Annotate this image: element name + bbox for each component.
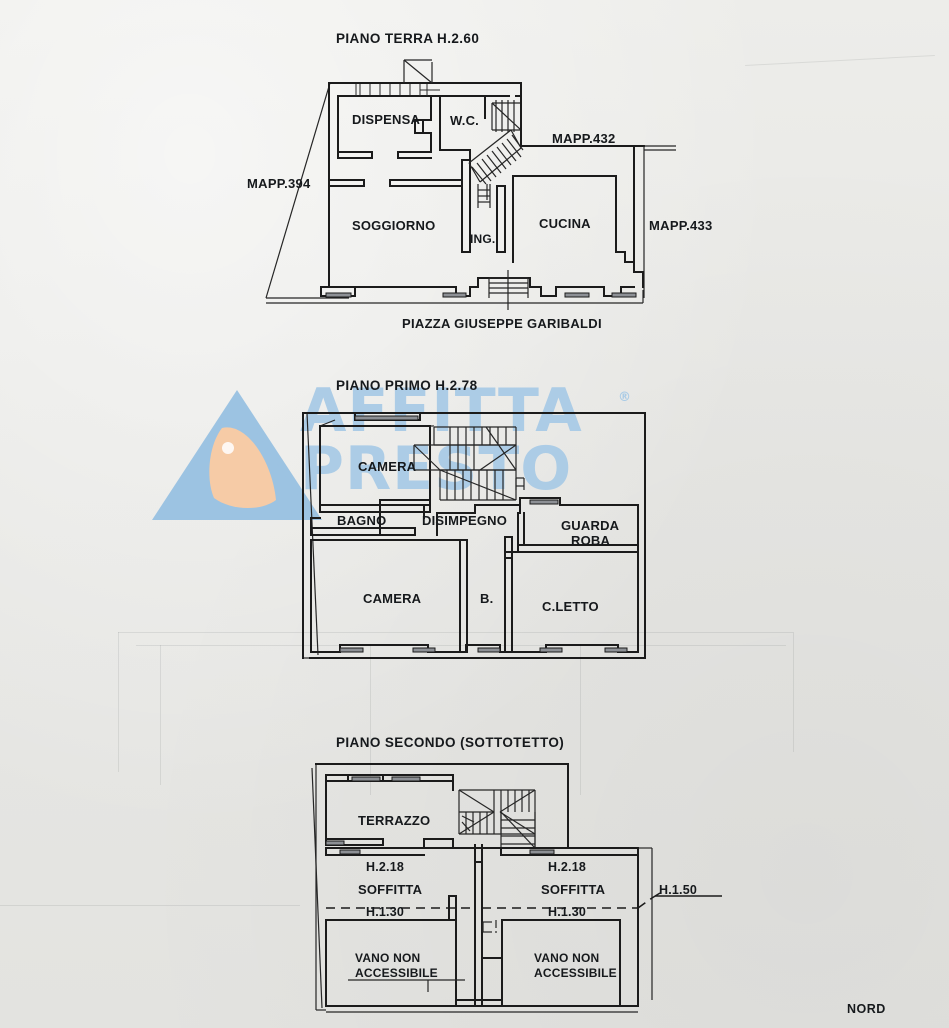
room-label-dispensa: DISPENSA: [352, 112, 421, 127]
window-sill: [325, 292, 352, 298]
height-label-h218-right: H.2.18: [548, 860, 587, 874]
room-label-soffitta-right: SOFFITTA: [541, 882, 606, 897]
second-floor-title: PIANO SECONDO (SOTTOTETTO): [336, 735, 565, 750]
window-sill: [351, 776, 381, 782]
second-floor-drawing: [311, 763, 722, 1013]
room-label-wc: W.C.: [450, 113, 479, 128]
room-label-roba: ROBA: [571, 533, 611, 548]
room-label-camera-top: CAMERA: [358, 459, 417, 474]
window-sill: [611, 292, 637, 298]
ground-floor-drawing: [265, 59, 676, 310]
height-label-h150: H.1.50: [659, 883, 698, 897]
window-sill: [564, 292, 590, 298]
first-floor-drawing: [302, 412, 646, 659]
north-label: NORD: [847, 1002, 886, 1016]
ground-floor-title: PIANO TERRA H.2.60: [336, 31, 480, 46]
room-label-terrazzo: TERRAZZO: [358, 813, 431, 828]
room-label-disimpegno: DISIMPEGNO: [422, 513, 508, 528]
window-sill: [339, 647, 364, 653]
first-floor-title: PIANO PRIMO H.2.78: [336, 378, 478, 393]
room-label-vano-left-line2: ACCESSIBILE: [355, 966, 438, 980]
room-label-guarda: GUARDA: [561, 518, 620, 533]
room-label-cucina: CUCINA: [539, 216, 591, 231]
height-label-h130-left: H.1.30: [366, 905, 405, 919]
window-sill: [391, 776, 421, 782]
parcel-label-mapp433: MAPP.433: [649, 218, 713, 233]
height-label-h218-left: H.2.18: [366, 860, 405, 874]
height-label-h130-right: H.1.30: [548, 905, 587, 919]
window-sill: [604, 647, 628, 653]
window-sill: [442, 292, 467, 298]
parcel-label-mapp394: MAPP.394: [247, 176, 311, 191]
room-label-soffitta-left: SOFFITTA: [358, 882, 423, 897]
window-sill: [325, 840, 345, 846]
window-sill: [477, 647, 501, 653]
parcel-label-mapp432: MAPP.432: [552, 131, 616, 146]
window-sill: [529, 849, 555, 855]
room-label-vano-right-line2: ACCESSIBILE: [534, 966, 617, 980]
room-label-b: B.: [480, 591, 494, 606]
window-sill: [539, 647, 563, 653]
room-label-vano-left-line1: VANO NON: [355, 951, 421, 965]
room-label-soggiorno: SOGGIORNO: [352, 218, 436, 233]
room-label-ing: ING.: [470, 232, 496, 246]
street-label-piazza-garibaldi: PIAZZA GIUSEPPE GARIBALDI: [402, 316, 602, 331]
window-sill: [412, 647, 436, 653]
room-label-cletto: C.LETTO: [542, 599, 599, 614]
window-sill: [339, 849, 361, 855]
room-label-bagno: BAGNO: [337, 513, 387, 528]
room-label-vano-right-line1: VANO NON: [534, 951, 600, 965]
room-label-camera-bottom: CAMERA: [363, 591, 422, 606]
window-sill: [529, 499, 559, 505]
window-sill: [354, 415, 419, 421]
